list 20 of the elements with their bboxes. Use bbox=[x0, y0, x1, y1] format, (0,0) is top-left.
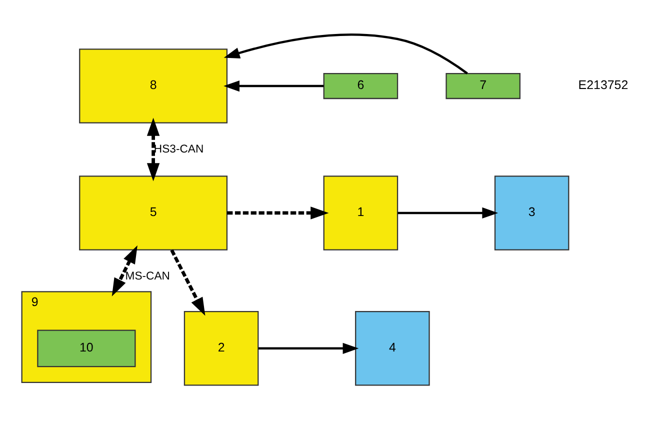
node-box: 10 bbox=[37, 329, 136, 367]
label: E213752 bbox=[578, 78, 628, 92]
node-box: 4 bbox=[355, 310, 430, 386]
node-box: 8 bbox=[79, 48, 228, 123]
arrow bbox=[258, 342, 359, 354]
node-box: 6 bbox=[323, 72, 398, 99]
arrow bbox=[398, 206, 498, 218]
arrow bbox=[146, 117, 160, 181]
node-box: 7 bbox=[446, 72, 520, 99]
node-box: 5 bbox=[79, 175, 228, 250]
arrow bbox=[224, 80, 324, 92]
node-box: 3 bbox=[494, 175, 570, 250]
arrow bbox=[170, 248, 206, 316]
node-box: 1 bbox=[323, 175, 398, 250]
edge-label: HS3-CAN bbox=[154, 142, 204, 155]
arrow bbox=[227, 206, 329, 219]
node-box: 2 bbox=[184, 310, 259, 386]
arrow bbox=[112, 244, 138, 296]
arrow bbox=[224, 33, 468, 74]
edge-label: MS-CAN bbox=[125, 270, 170, 282]
